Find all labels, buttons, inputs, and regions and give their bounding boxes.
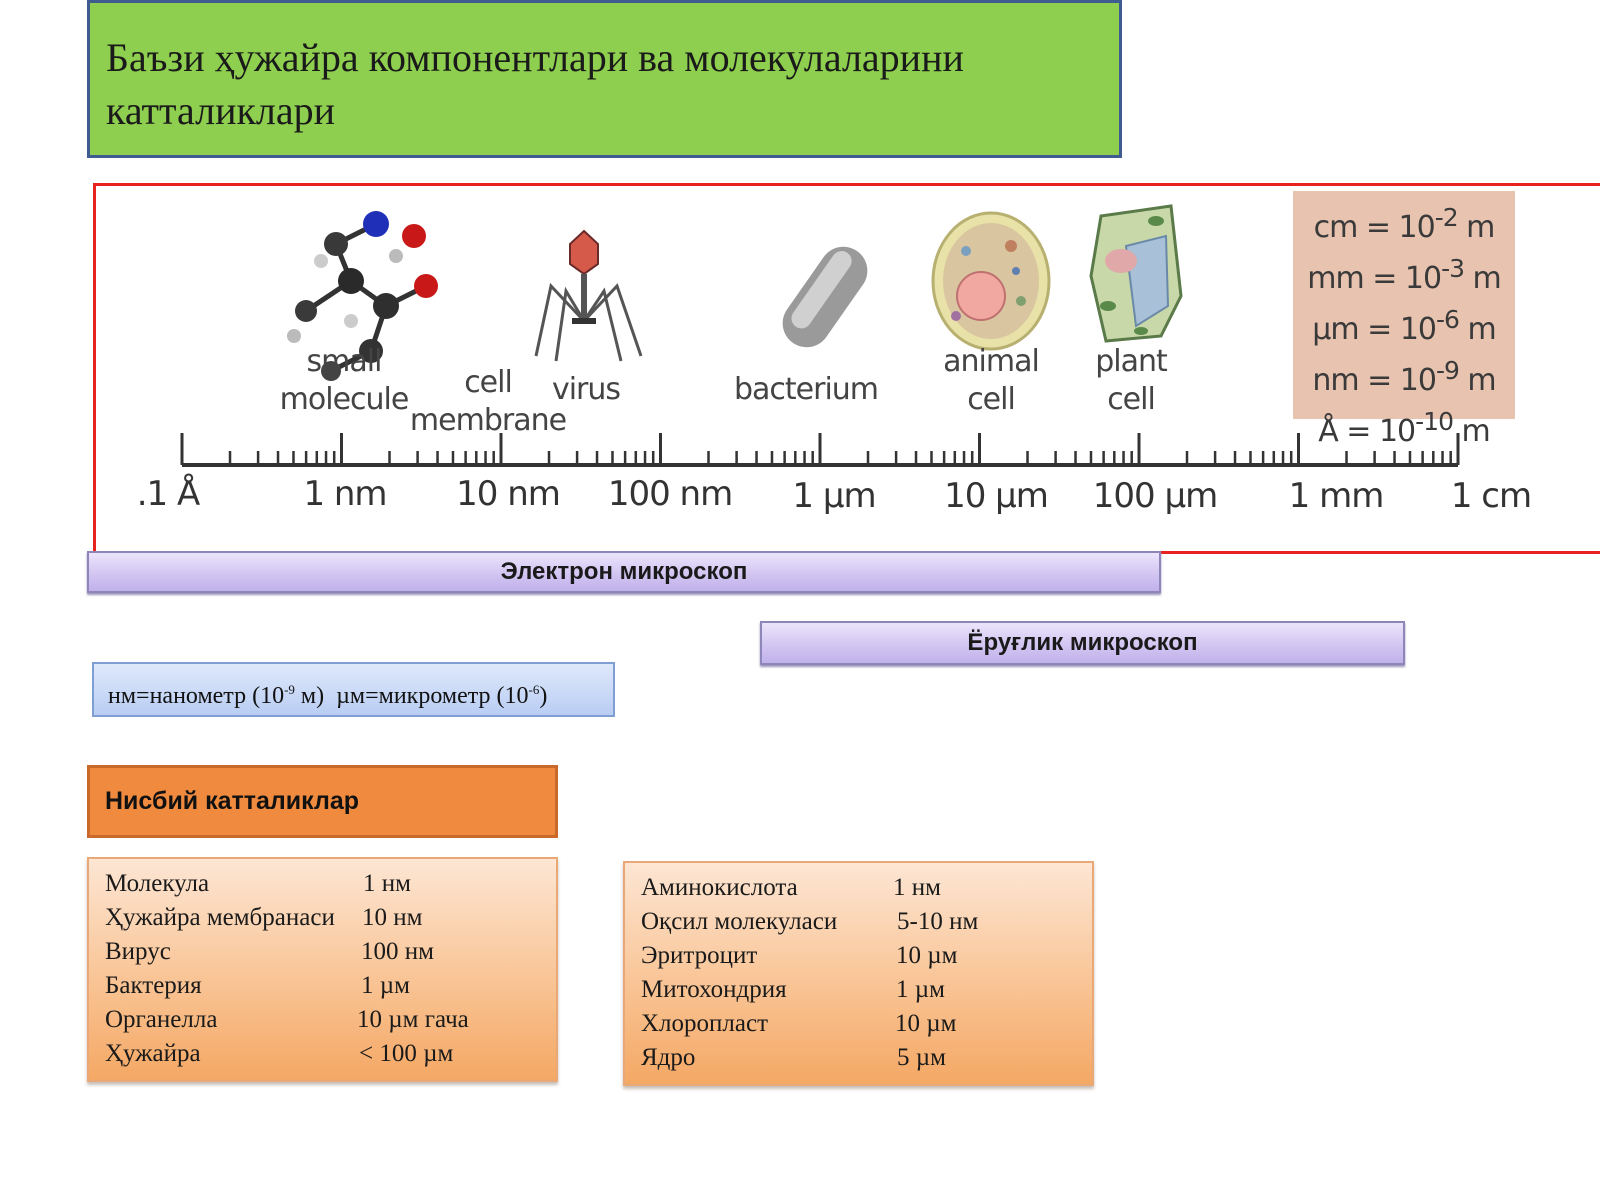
tick-label-100-nm: 100 nm — [607, 474, 733, 514]
table-row-size: 1 нм — [893, 874, 941, 901]
relative-sizes-table-right: Аминокислота 1 нм Оқсил молекуласи 5-10 … — [623, 861, 1094, 1086]
table-row-size: 10 µм — [896, 942, 958, 969]
table-row-name: Аминокислота — [641, 874, 798, 901]
note-nm: нм=нанометр (10-9 м) — [108, 682, 325, 709]
relative-sizes-header: Нисбий катталиклар — [87, 765, 558, 838]
table-row-size: 1 µм — [361, 972, 410, 999]
title-box: Баъзи ҳужайра компонентлари ва молекулал… — [87, 0, 1122, 158]
tick-label-1-um: 1 μm — [792, 476, 876, 516]
table-row-size: 1 µм — [896, 976, 945, 1003]
tick-label-1-mm: 1 mm — [1288, 476, 1385, 516]
unit-conversion-box: cm = 10-2 m mm = 10-3 m μm = 10-6 m nm =… — [1293, 191, 1515, 449]
table-row-size: 10 нм — [362, 904, 423, 931]
plant-cell-icon — [1089, 204, 1183, 343]
unit-row-cm: cm = 10-2 m — [1313, 203, 1496, 245]
page-title: Баъзи ҳужайра компонентлари ва молекулал… — [106, 35, 964, 133]
table-row-name: Органелла — [105, 1006, 218, 1033]
tick-label-1-cm: 1 cm — [1450, 476, 1532, 516]
table-row-name: Ҳужайра мембранаси — [105, 904, 335, 931]
relative-sizes-table-left: Молекула 1 нм Ҳужайра мембранаси 10 нм В… — [87, 857, 558, 1082]
tick-label-100-um: 100 μm — [1092, 476, 1218, 516]
animal-cell-icon — [931, 211, 1051, 351]
table-row-size: < 100 µм — [359, 1040, 454, 1067]
bacterium-icon — [782, 246, 868, 348]
table-row-name: Ядро — [641, 1044, 696, 1071]
table-row-name: Ҳужайра — [105, 1040, 201, 1067]
electron-microscope-range: Электрон микроскоп — [87, 551, 1161, 593]
unit-row-angstrom: Å = 10-10 m — [1318, 407, 1491, 449]
light-microscope-range: Ёруғлик микроскоп — [760, 621, 1405, 665]
table-row-size: 5-10 нм — [897, 908, 979, 935]
table-row-size: 10 µм — [895, 1010, 957, 1037]
table-row-name: Митохондрия — [641, 976, 787, 1003]
scale-illustration — [180, 204, 1460, 467]
label-virus: virus — [551, 372, 621, 407]
unit-row-nm: nm = 10-9 m — [1312, 356, 1496, 398]
table-row-size: 1 нм — [363, 870, 411, 897]
unit-note: нм=нанометр (10-9 м) µм=микрометр (10-6) — [92, 662, 615, 717]
table-row-name: Оқсил молекуласи — [641, 908, 838, 935]
small-molecule-icon — [287, 211, 438, 381]
table-row-size: 5 µм — [897, 1044, 946, 1071]
table-row-name: Молекула — [105, 870, 210, 897]
virus-icon — [534, 229, 643, 362]
label-bacterium: bacterium — [733, 372, 879, 407]
tick-label-10-um: 10 μm — [944, 476, 1049, 516]
table-row-size: 10 µм гача — [357, 1006, 469, 1033]
table-row-name: Бактерия — [105, 972, 202, 999]
note-um: µм=микрометр (10-6) — [336, 682, 548, 709]
unit-row-um: μm = 10-6 m — [1312, 305, 1496, 347]
scale-ruler — [180, 433, 1460, 467]
unit-row-mm: mm = 10-3 m — [1307, 254, 1502, 296]
tick-label-10-nm: 10 nm — [456, 474, 561, 514]
tick-label-1-nm: 1 nm — [303, 474, 387, 514]
table-row-name: Эритроцит — [641, 942, 758, 969]
tick-label-0-1-angstrom: .1 Å — [136, 474, 201, 514]
table-row-name: Хлоропласт — [641, 1010, 769, 1037]
table-row-name: Вирус — [105, 938, 171, 965]
table-row-size: 100 нм — [361, 938, 434, 965]
